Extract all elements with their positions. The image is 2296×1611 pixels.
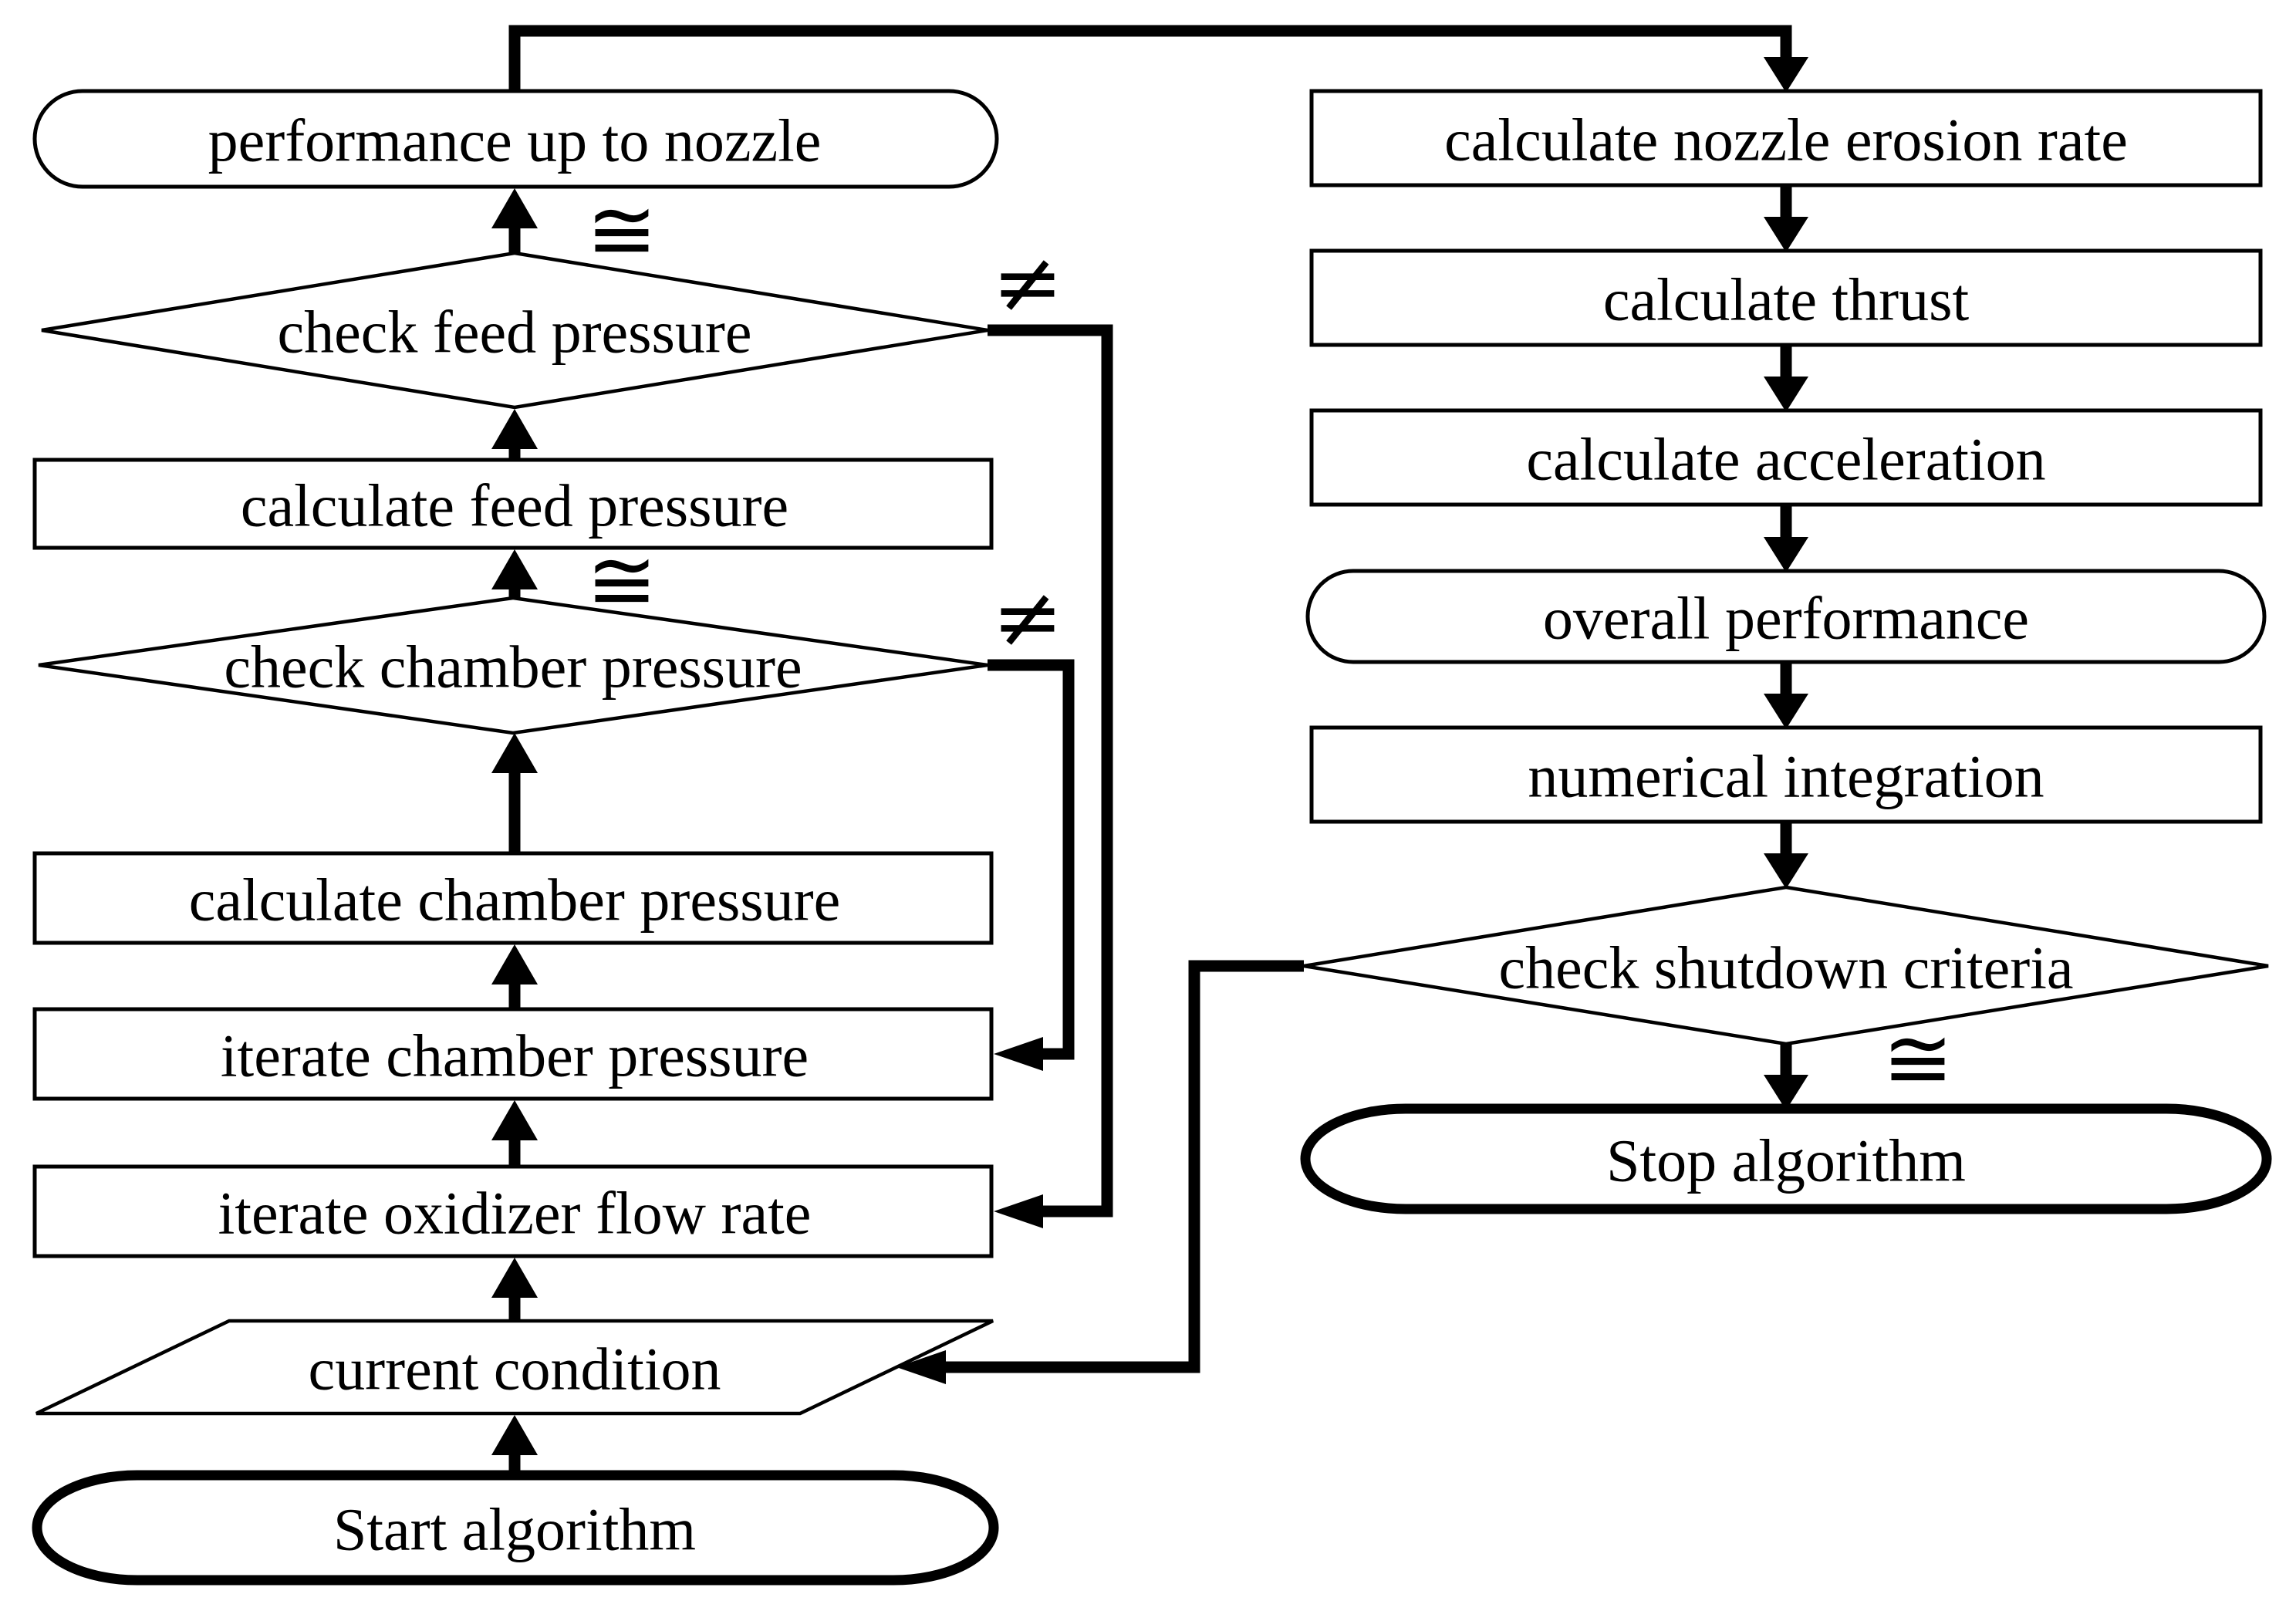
node-calculate-feed-pressure: calculate feed pressure — [32, 458, 994, 550]
edge-check-chamber-notequal-loop — [988, 659, 1075, 1060]
approx-equal-label-chamber: ≅ — [586, 531, 657, 630]
edge-check-feed-notequal-loop — [988, 324, 1113, 1218]
edge-check-shutdown-equal-to-stop — [1764, 1044, 1808, 1110]
node-iterate-chamber-pressure: iterate chamber pressure — [32, 1007, 994, 1101]
edge-numerical-integration-to-check-shutdown — [1764, 822, 1808, 889]
arrowhead-into-iterate-chamber — [994, 1037, 1043, 1071]
edge-iterate-chamber-to-calculate-chamber — [491, 944, 538, 1009]
node-iterate-oxidizer-flow-rate: iterate oxidizer flow rate — [32, 1164, 994, 1258]
edge-performance-to-erosion — [508, 25, 1792, 93]
node-current-condition: current condition — [35, 1319, 994, 1416]
svg-text:current condition: current condition — [309, 1336, 721, 1403]
edge-check-chamber-equal-to-calculate-feed — [491, 549, 538, 598]
edge-check-shutdown-loop — [944, 960, 1304, 1373]
svg-text:iterate chamber pressure: iterate chamber pressure — [221, 1022, 809, 1089]
svg-text:numerical integration: numerical integration — [1528, 743, 2044, 810]
node-performance-up-to-nozzle: performance up to nozzle — [32, 89, 999, 189]
node-check-feed-pressure: check feed pressure — [41, 251, 988, 410]
node-overall-performance: overall performance — [1305, 569, 2267, 664]
svg-text:performance up to nozzle: performance up to nozzle — [208, 107, 822, 174]
arrowhead-into-iterate-oxidizer — [994, 1194, 1043, 1228]
svg-text:calculate acceleration: calculate acceleration — [1526, 426, 2045, 493]
edge-current-condition-to-iterate-oxidizer — [491, 1258, 538, 1321]
svg-text:calculate nozzle erosion rate: calculate nozzle erosion rate — [1444, 106, 2128, 174]
svg-text:Stop algorithm: Stop algorithm — [1606, 1127, 1966, 1194]
edge-thrust-to-acceleration — [1764, 345, 1808, 412]
node-calculate-acceleration: calculate acceleration — [1309, 408, 2263, 507]
edge-overall-performance-to-numerical-integration — [1764, 662, 1808, 729]
edge-start-to-current-condition — [491, 1415, 538, 1472]
not-equal-label-feed: ≠ — [992, 233, 1063, 332]
approx-equal-label-feed: ≅ — [586, 181, 657, 279]
svg-text:calculate thrust: calculate thrust — [1603, 266, 1970, 333]
edge-iterate-oxidizer-to-iterate-chamber — [491, 1100, 538, 1167]
node-calculate-nozzle-erosion-rate: calculate nozzle erosion rate — [1309, 89, 2263, 187]
svg-text:check feed pressure: check feed pressure — [278, 299, 752, 366]
node-calculate-thrust: calculate thrust — [1309, 248, 2263, 347]
node-check-chamber-pressure: check chamber pressure — [38, 596, 988, 735]
arrowhead-into-erosion — [1764, 57, 1808, 93]
arrowhead-into-current-condition — [896, 1350, 946, 1384]
node-stop-algorithm: Stop algorithm — [1300, 1103, 2272, 1214]
edge-check-feed-equal-to-performance — [491, 188, 538, 253]
node-calculate-chamber-pressure: calculate chamber pressure — [32, 851, 994, 945]
svg-text:Start algorithm: Start algorithm — [333, 1496, 696, 1563]
not-equal-label-chamber: ≠ — [992, 568, 1063, 667]
svg-text:calculate feed pressure: calculate feed pressure — [241, 472, 788, 539]
svg-text:check chamber pressure: check chamber pressure — [224, 633, 802, 701]
svg-text:overall performance: overall performance — [1543, 585, 2029, 652]
edge-calculate-chamber-to-check-chamber — [491, 733, 538, 853]
edge-acceleration-to-overall-performance — [1764, 505, 1808, 572]
svg-text:check shutdown criteria: check shutdown criteria — [1498, 934, 2073, 1001]
approx-equal-label-shutdown: ≅ — [1882, 1009, 1953, 1108]
node-numerical-integration: numerical integration — [1309, 725, 2263, 824]
svg-text:iterate oxidizer flow rate: iterate oxidizer flow rate — [218, 1180, 812, 1247]
edge-calculate-feed-to-check-feed — [491, 409, 538, 460]
node-check-shutdown-criteria: check shutdown criteria — [1303, 885, 2269, 1046]
edge-erosion-to-thrust — [1764, 185, 1808, 252]
node-start-algorithm: Start algorithm — [32, 1470, 999, 1586]
svg-text:calculate chamber pressure: calculate chamber pressure — [189, 866, 841, 934]
